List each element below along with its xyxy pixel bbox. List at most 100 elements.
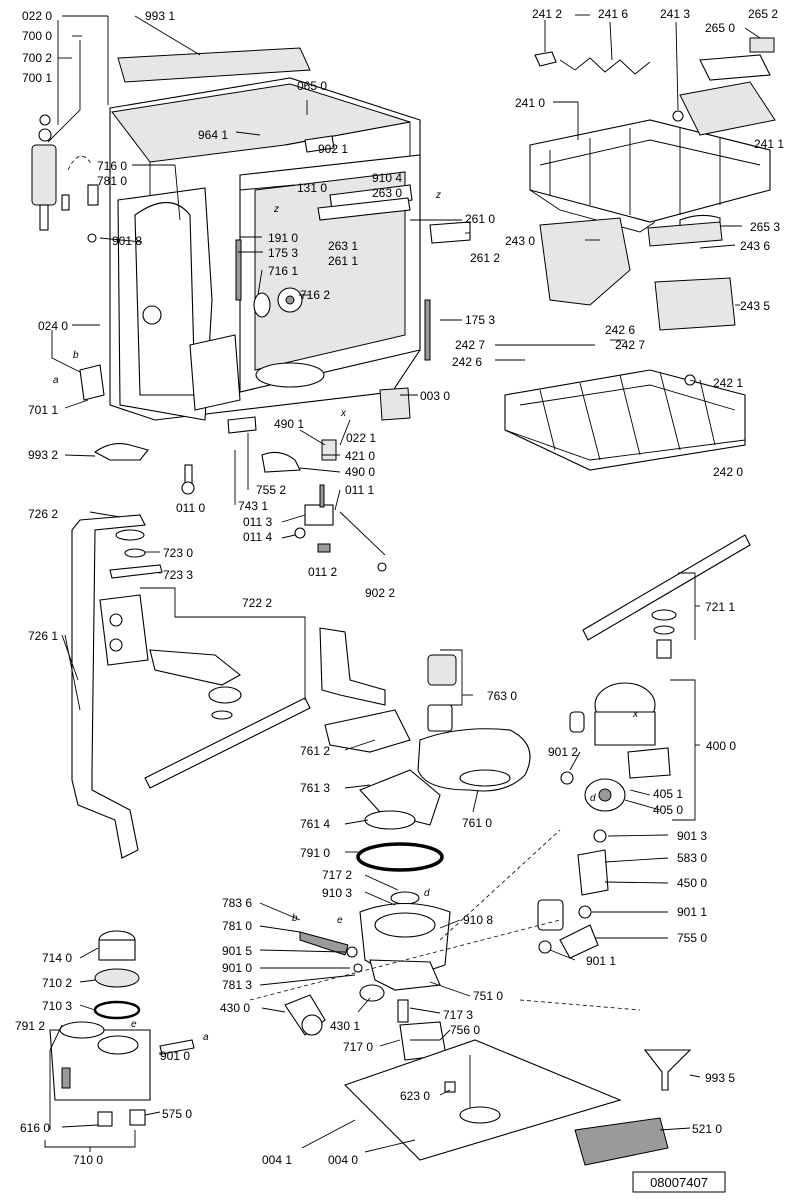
part-label: 761 4: [300, 817, 330, 831]
cabinet-frame: [109, 47, 471, 421]
part-label: 710 0: [73, 1153, 103, 1167]
part-label: 265 3: [750, 220, 780, 234]
part-label: 781 3: [222, 978, 252, 992]
part-label: 521 0: [692, 1122, 722, 1136]
water-softener: [49, 930, 195, 1127]
part-label: 583 0: [677, 851, 707, 865]
part-label: 701 1: [28, 403, 58, 417]
part-label: 131 0: [297, 181, 327, 195]
part-label: 263 1: [328, 239, 358, 253]
part-label: 710 2: [42, 976, 72, 990]
base-small-parts: [227, 416, 387, 572]
part-label: 717 2: [322, 868, 352, 882]
part-label: 783 6: [222, 896, 252, 910]
part-label: 623 0: [400, 1089, 430, 1103]
part-label: 901 5: [222, 944, 252, 958]
part-label: 265 0: [705, 21, 735, 35]
spray-arms: [99, 534, 751, 789]
part-label: 716 2: [300, 288, 330, 302]
reference-marker: z: [273, 204, 279, 215]
part-label: 993 5: [705, 1071, 735, 1085]
part-label: 241 6: [598, 7, 628, 21]
part-label: 756 0: [450, 1023, 480, 1037]
part-label: 490 0: [345, 465, 375, 479]
part-label: 011 4: [243, 530, 272, 544]
part-label: 430 1: [330, 1019, 360, 1033]
part-label: 430 0: [220, 1001, 250, 1015]
drawing-number-box: 08007407: [632, 1171, 726, 1193]
part-label: 993 2: [28, 448, 58, 462]
left-supply-pipe: [71, 514, 386, 859]
upper-basket: [529, 37, 776, 331]
part-label: 004 1: [262, 1153, 292, 1167]
part-label: 242 6: [452, 355, 482, 369]
reference-marker: d: [590, 793, 596, 804]
part-label: 910 8: [463, 913, 493, 927]
part-label: 716 0: [97, 159, 127, 173]
part-label: 781 0: [97, 174, 127, 188]
part-label: 242 6: [605, 323, 635, 337]
reference-marker: x: [632, 709, 639, 720]
part-label: 751 0: [473, 989, 503, 1003]
part-label: 901 8: [112, 234, 142, 248]
part-label: 241 0: [515, 96, 545, 110]
leader-lines: [44, 14, 761, 1153]
part-label: 242 7: [455, 338, 485, 352]
part-label: 761 0: [462, 816, 492, 830]
part-label: 261 2: [470, 251, 500, 265]
part-label: 723 0: [163, 546, 193, 560]
part-label: 700 1: [22, 71, 52, 85]
part-label: 710 3: [42, 999, 72, 1013]
part-label: 717 3: [443, 1008, 473, 1022]
part-label: 191 0: [268, 231, 298, 245]
part-label: 263 0: [372, 186, 402, 200]
part-label: 717 0: [343, 1040, 373, 1054]
wash-pump: [537, 682, 671, 959]
part-label: 011 1: [345, 483, 374, 497]
part-label: 616 0: [20, 1121, 50, 1135]
reference-marker: d: [424, 888, 430, 899]
part-label: 022 1: [346, 431, 376, 445]
part-label: 902 2: [365, 586, 395, 600]
base-tray: [343, 1039, 692, 1166]
part-label: 901 1: [586, 954, 616, 968]
part-label: 241 2: [532, 7, 562, 21]
part-label: 400 0: [706, 739, 736, 753]
part-label: 065 0: [297, 79, 327, 93]
part-label: 003 0: [420, 389, 450, 403]
part-label: 726 1: [28, 629, 58, 643]
part-label: 902 1: [318, 142, 348, 156]
part-label: 901 2: [548, 745, 578, 759]
part-label: 450 0: [677, 876, 707, 890]
part-label: 242 7: [615, 338, 645, 352]
part-label: 024 0: [38, 319, 68, 333]
part-label: 761 2: [300, 744, 330, 758]
part-label: 791 0: [300, 846, 330, 860]
reference-marker: a: [53, 375, 59, 386]
part-label: 791 2: [15, 1019, 45, 1033]
part-label: 011 2: [308, 565, 337, 579]
part-label: 700 2: [22, 51, 52, 65]
left-small-parts: [31, 20, 195, 495]
part-label: 901 1: [677, 905, 707, 919]
part-label: 243 5: [740, 299, 770, 313]
part-label: 241 3: [660, 7, 690, 21]
part-label: 781 0: [222, 919, 252, 933]
part-label: 175 3: [268, 246, 298, 260]
part-label: 261 1: [328, 254, 358, 268]
part-label: 011 3: [243, 515, 272, 529]
part-label: 714 0: [42, 951, 72, 965]
part-label: 490 1: [274, 417, 304, 431]
reference-marker: e: [131, 1019, 137, 1030]
part-label: 700 0: [22, 29, 52, 43]
part-label: 743 1: [238, 499, 268, 513]
part-label: 241 1: [754, 137, 784, 151]
part-label: 575 0: [162, 1107, 192, 1121]
part-label: 763 0: [487, 689, 517, 703]
part-label: 405 1: [653, 787, 683, 801]
part-label: 265 2: [748, 7, 778, 21]
part-label: 421 0: [345, 449, 375, 463]
